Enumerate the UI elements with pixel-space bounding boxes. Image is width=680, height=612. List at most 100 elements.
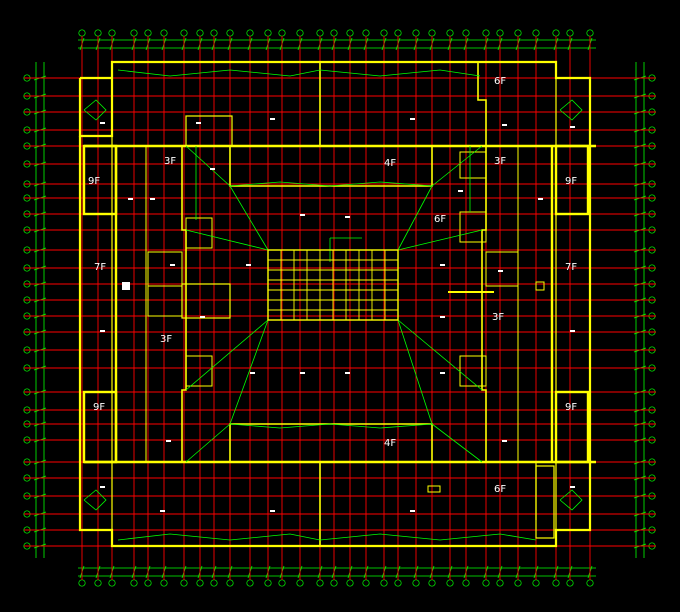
axis-bubble: [160, 579, 168, 587]
axis-bubble: [278, 29, 286, 37]
axis-bubble: [144, 29, 152, 37]
floor-label-9f-left-upper: 9F: [88, 176, 100, 187]
room-tag-mark: [440, 372, 445, 374]
floor-label-3f-left-upper: 3F: [164, 156, 176, 167]
room-tag-mark: [210, 168, 215, 170]
axis-bubble: [566, 29, 574, 37]
axis-bubble: [532, 29, 540, 37]
axis-bubble: [316, 29, 324, 37]
floor-label-6f-top: 6F: [494, 76, 506, 87]
axis-bubble: [94, 29, 102, 37]
axis-bubble: [330, 579, 338, 587]
room-tag-mark: [440, 264, 445, 266]
room-tag-mark: [300, 372, 305, 374]
courtyard-walls: [122, 115, 555, 539]
room-tag-mark: [246, 264, 251, 266]
axis-bubble: [412, 29, 420, 37]
floor-label-7f-left: 7F: [94, 262, 106, 273]
axis-bubble: [296, 29, 304, 37]
axis-bubble: [552, 579, 560, 587]
floor-label-7f-right: 7F: [565, 262, 577, 273]
axis-bubble: [586, 579, 594, 587]
axis-bubble: [446, 29, 454, 37]
room-tag-mark: [100, 486, 105, 488]
wing-walls: [82, 62, 596, 546]
axis-bubble: [108, 579, 116, 587]
floor-label-4f-lower: 4F: [384, 438, 396, 449]
axis-bubble: [362, 579, 370, 587]
room-tag-mark: [250, 372, 255, 374]
floor-label-9f-right-lower: 9F: [565, 402, 577, 413]
axis-bubble: [226, 579, 234, 587]
room-tag-mark: [150, 198, 155, 200]
axis-bubble: [180, 579, 188, 587]
room-tag-mark: [100, 122, 105, 124]
axis-bubble: [210, 579, 218, 587]
axis-bubble: [78, 579, 86, 587]
axis-bubble: [380, 579, 388, 587]
axis-bubble: [196, 29, 204, 37]
room-tag-mark: [440, 316, 445, 318]
room-tag-mark: [166, 440, 171, 442]
axis-bubble: [394, 579, 402, 587]
room-tag-mark: [160, 510, 165, 512]
axis-bubble: [246, 579, 254, 587]
axis-bubble: [462, 29, 470, 37]
axis-bubble: [362, 29, 370, 37]
floor-label-9f-left-lower: 9F: [93, 402, 105, 413]
floor-label-4f-upper: 4F: [384, 158, 396, 169]
room-tag-mark: [570, 486, 575, 488]
room-tag-mark: [196, 122, 201, 124]
axis-bubble: [94, 579, 102, 587]
axis-bubble: [428, 29, 436, 37]
floor-label-3f-left-lower: 3F: [160, 334, 172, 345]
axis-bubble: [462, 579, 470, 587]
axis-bubble: [246, 29, 254, 37]
room-tag-mark: [200, 316, 205, 318]
room-tag-mark: [345, 372, 350, 374]
room-tag-mark: [270, 118, 275, 120]
axis-bubble: [264, 579, 272, 587]
axis-bubble: [180, 29, 188, 37]
room-tag-mark: [498, 270, 503, 272]
floor-labels: 6F 9F 3F 4F 3F 9F 6F 7F 7F 3F 3F 9F 9F 4…: [88, 76, 577, 495]
axis-bubble: [586, 29, 594, 37]
axis-bubble: [144, 579, 152, 587]
room-tag-mark: [128, 198, 133, 200]
axis-bubble: [346, 579, 354, 587]
axis-bubble: [346, 29, 354, 37]
axis-bubble: [394, 29, 402, 37]
room-tag-mark: [502, 124, 507, 126]
room-tag-mark: [345, 216, 350, 218]
room-tag-mark: [538, 198, 543, 200]
axis-bubble: [496, 579, 504, 587]
axis-bubble: [552, 29, 560, 37]
room-tag-mark: [458, 190, 463, 192]
room-tag-mark: [570, 330, 575, 332]
axis-bubble: [380, 29, 388, 37]
room-tag-mark: [410, 118, 415, 120]
axis-bubble: [532, 579, 540, 587]
axis-bubble: [160, 29, 168, 37]
axis-bubble: [226, 29, 234, 37]
room-tag-mark: [300, 214, 305, 216]
room-tags: [100, 118, 575, 512]
axis-bubbles: [23, 29, 656, 587]
axis-bubble: [130, 29, 138, 37]
roof-slope-lines: [83, 69, 583, 541]
room-tag-mark: [170, 264, 175, 266]
axis-bubble: [108, 29, 116, 37]
room-tag-mark: [100, 330, 105, 332]
room-tag-mark: [270, 510, 275, 512]
floor-label-3f-right-upper: 3F: [494, 156, 506, 167]
room-tag-mark: [502, 440, 507, 442]
axis-bubble: [130, 579, 138, 587]
axis-bubble: [278, 579, 286, 587]
floor-label-6f-bottom: 6F: [494, 484, 506, 495]
central-skylight-grid: [267, 249, 399, 321]
axis-bubble: [482, 579, 490, 587]
axis-bubble: [496, 29, 504, 37]
axis-bubble: [78, 29, 86, 37]
axis-bubble: [210, 29, 218, 37]
